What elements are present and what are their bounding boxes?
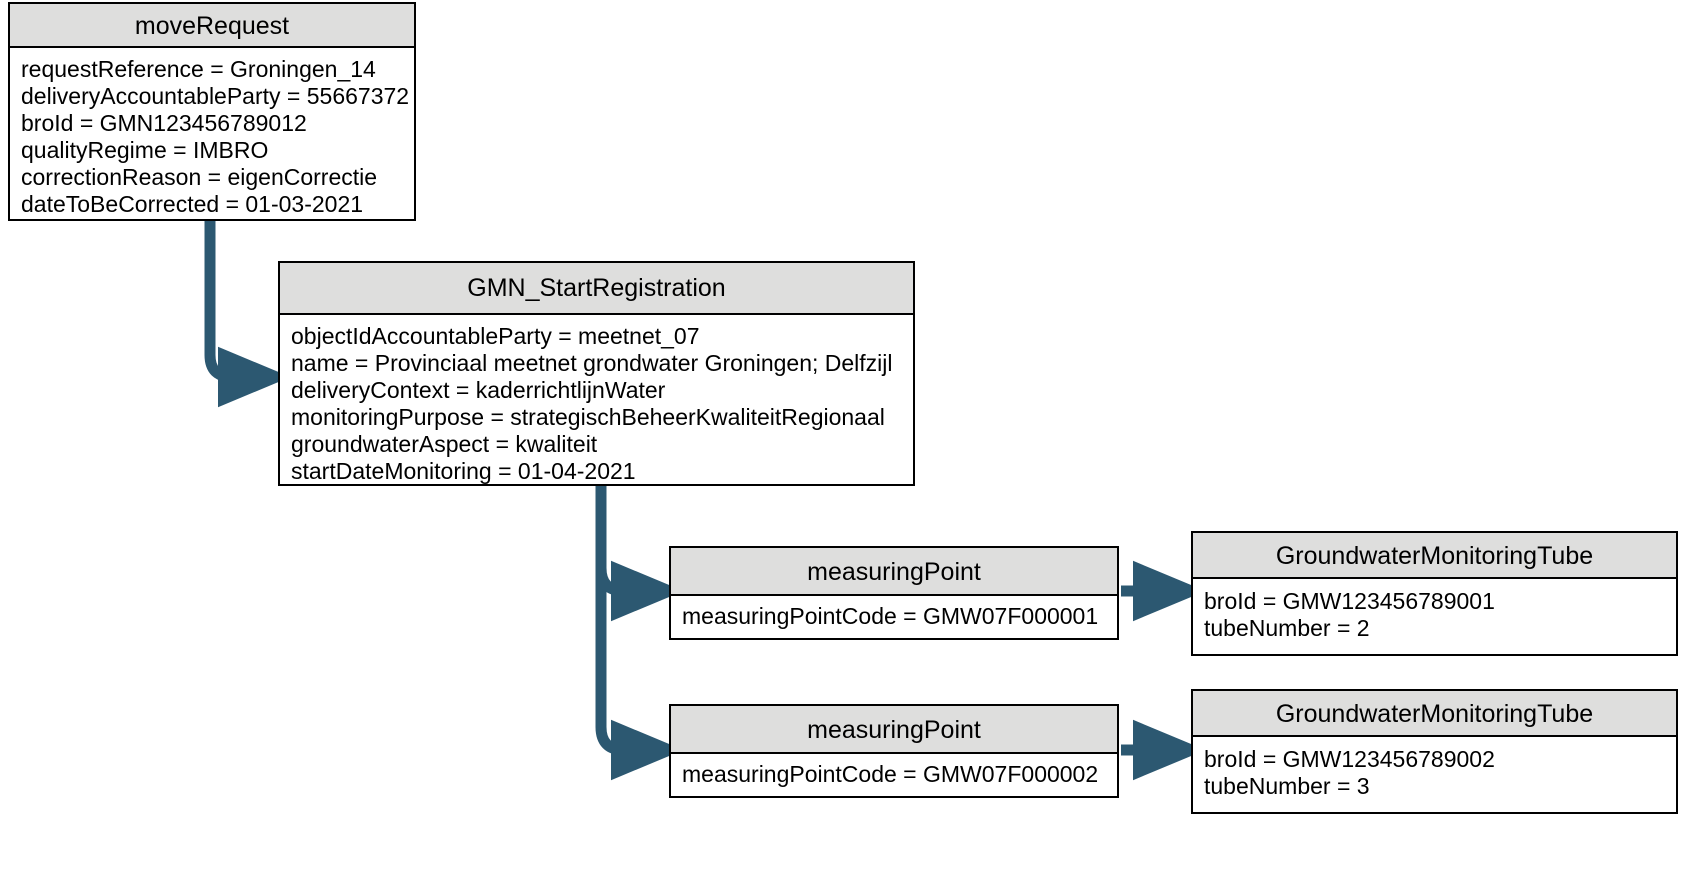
- object-box-measuring-point-2[interactable]: measuringPoint measuringPointCode = GMW0…: [669, 704, 1119, 798]
- attribute-row: groundwaterAspect = kwaliteit: [291, 431, 598, 457]
- object-box-title: GroundwaterMonitoringTube: [1193, 691, 1676, 737]
- attribute-row: broId = GMN123456789012: [21, 110, 307, 136]
- attribute-row: broId = GMW123456789002: [1204, 746, 1495, 772]
- attribute-row: startDateMonitoring = 01-04-2021: [291, 458, 636, 484]
- object-box-title: measuringPoint: [671, 706, 1117, 754]
- object-box-title: measuringPoint: [671, 548, 1117, 596]
- connector-gmnstartregistration-to-measuringpoint-1: [595, 486, 684, 622]
- object-box-groundwater-monitoring-tube-2[interactable]: GroundwaterMonitoringTube broId = GMW123…: [1191, 689, 1678, 814]
- attribute-row: monitoringPurpose = strategischBeheerKwa…: [291, 404, 885, 430]
- attribute-row: objectIdAccountableParty = meetnet_07: [291, 323, 700, 349]
- attribute-row: deliveryAccountableParty = 55667372: [21, 83, 410, 109]
- object-box-attributes: objectIdAccountableParty = meetnet_07 na…: [280, 315, 913, 493]
- connector-moverequest-to-gmnstartregistration: [204, 221, 291, 408]
- attribute-row: name = Provinciaal meetnet grondwater Gr…: [291, 350, 893, 376]
- attribute-row: qualityRegime = IMBRO: [21, 137, 269, 163]
- object-box-title: GroundwaterMonitoringTube: [1193, 533, 1676, 579]
- attribute-row: tubeNumber = 2: [1204, 615, 1370, 641]
- attribute-row: correctionReason = eigenCorrectie: [21, 164, 378, 190]
- attribute-row: broId = GMW123456789001: [1204, 588, 1495, 614]
- object-box-measuring-point-1[interactable]: measuringPoint measuringPointCode = GMW0…: [669, 546, 1119, 640]
- connector-gmnstartregistration-to-measuringpoint-2: [595, 486, 684, 781]
- attribute-row: tubeNumber = 3: [1204, 773, 1370, 799]
- object-box-attributes: broId = GMW123456789001 tubeNumber = 2: [1193, 579, 1676, 650]
- object-box-attributes: measuringPointCode = GMW07F000002: [671, 754, 1117, 796]
- object-box-title: GMN_StartRegistration: [280, 263, 913, 315]
- attribute-row: dateToBeCorrected = 01-03-2021: [21, 191, 364, 217]
- attribute-row: requestReference = Groningen_14: [21, 56, 376, 82]
- object-box-attributes: broId = GMW123456789002 tubeNumber = 3: [1193, 737, 1676, 808]
- object-box-groundwater-monitoring-tube-1[interactable]: GroundwaterMonitoringTube broId = GMW123…: [1191, 531, 1678, 656]
- object-box-gmn-start-registration[interactable]: GMN_StartRegistration objectIdAccountabl…: [278, 261, 915, 486]
- object-box-move-request[interactable]: moveRequest requestReference = Groningen…: [8, 2, 416, 221]
- object-box-attributes: requestReference = Groningen_14 delivery…: [10, 48, 414, 226]
- attribute-row: measuringPointCode = GMW07F000001: [682, 603, 1099, 629]
- attribute-row: deliveryContext = kaderrichtlijnWater: [291, 377, 666, 403]
- object-box-title: moveRequest: [10, 4, 414, 48]
- object-box-attributes: measuringPointCode = GMW07F000001: [671, 596, 1117, 638]
- attribute-row: measuringPointCode = GMW07F000002: [682, 761, 1099, 787]
